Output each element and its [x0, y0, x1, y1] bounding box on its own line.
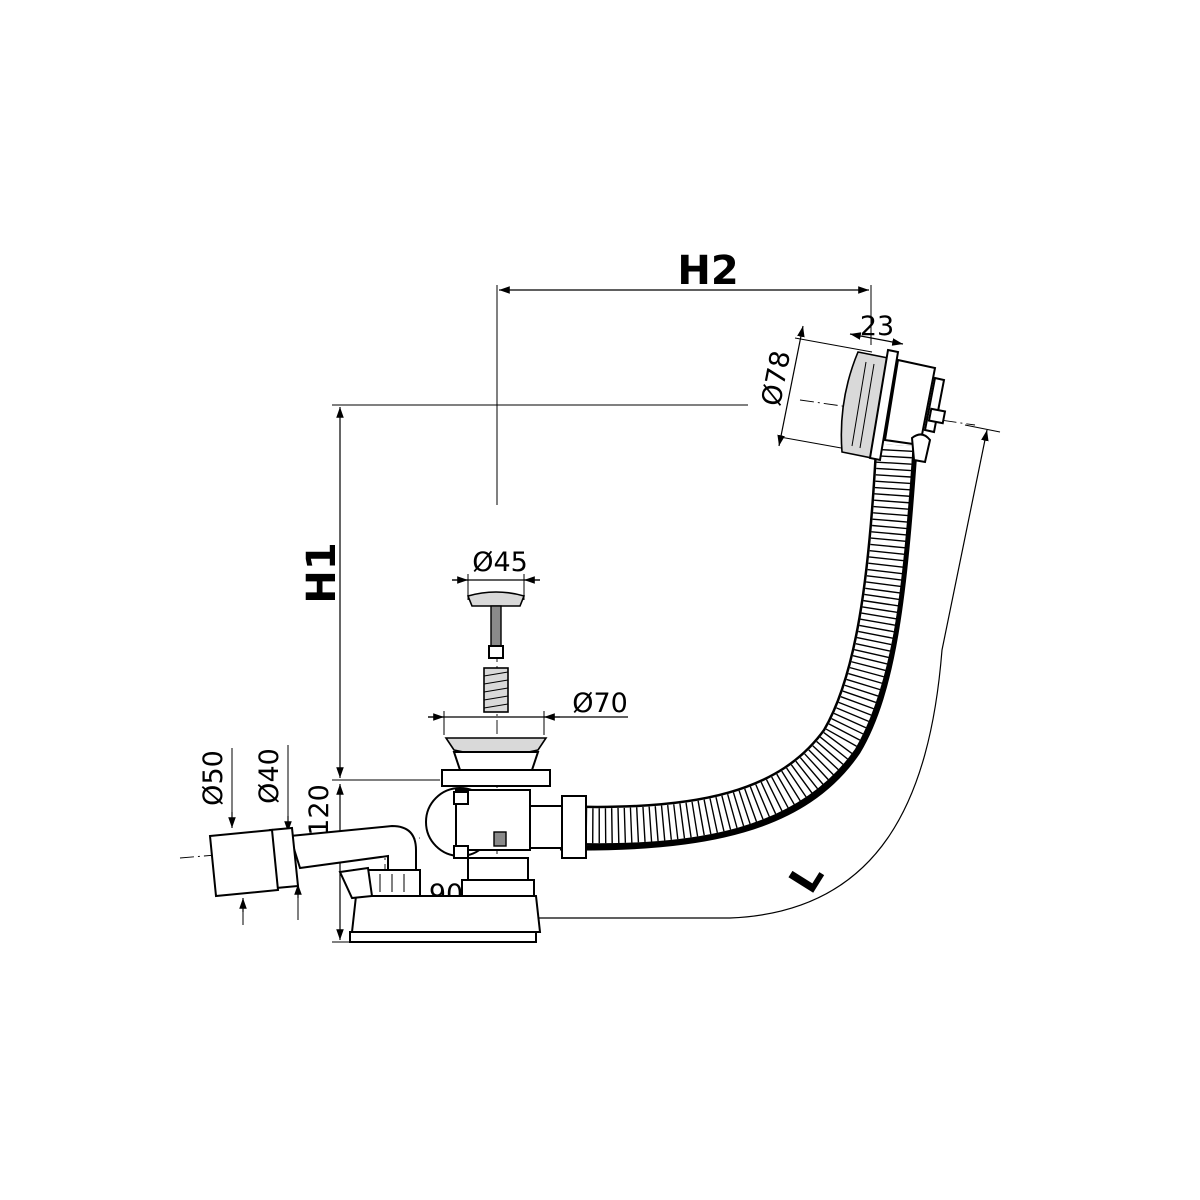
plug-stopper [466, 591, 526, 713]
d50-label: Ø50 [198, 750, 229, 806]
outlet-elbow [208, 824, 417, 900]
d40-label: Ø40 [254, 748, 285, 804]
d70-label: Ø70 [572, 688, 628, 719]
d78-label: Ø78 [756, 348, 797, 409]
overflow-head [840, 348, 947, 464]
dimension-outlet: Ø50 Ø40 [198, 745, 302, 925]
dimension-120: 120 [304, 784, 360, 943]
dimension-h2: H2 [496, 248, 872, 505]
dimension-h1: H1 [299, 404, 748, 781]
d45-label: Ø45 [472, 547, 528, 578]
d120-label: 120 [304, 784, 335, 836]
h1-label: H1 [299, 542, 345, 603]
h2-label: H2 [677, 248, 738, 294]
d23-label: 23 [860, 311, 894, 342]
corrugated-hose [559, 443, 918, 851]
dimension-d70: Ø70 [428, 688, 628, 735]
trap-base [349, 869, 542, 943]
drain-body [425, 737, 587, 903]
